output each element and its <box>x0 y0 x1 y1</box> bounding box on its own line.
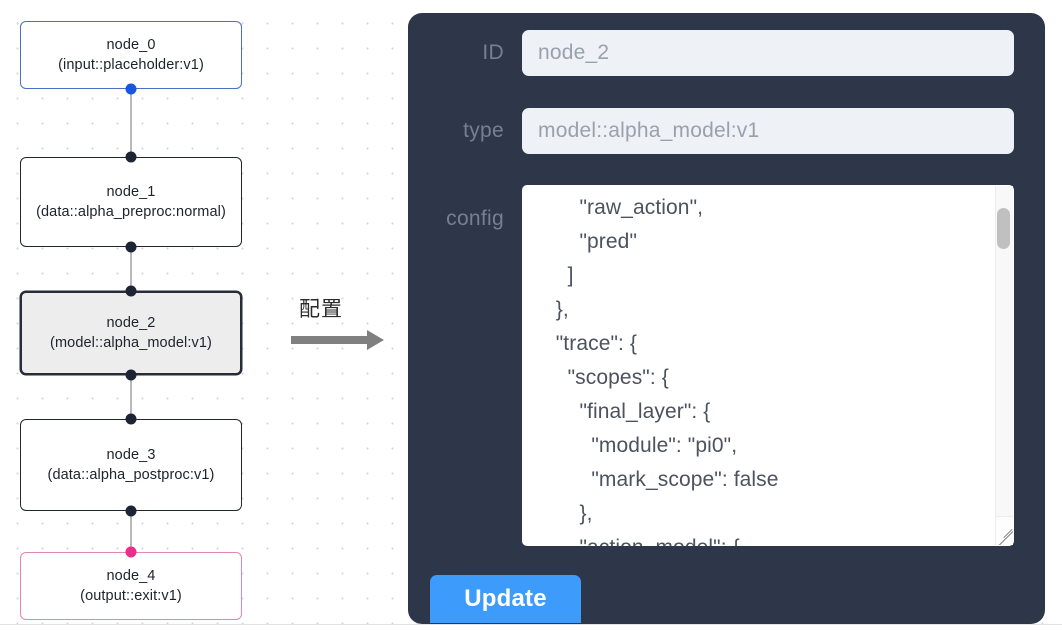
graph-node-label: node_2 (model::alpha_model:v1) <box>50 315 212 351</box>
config-textarea-wrapper: "raw_action", "pred" ] }, "trace": { "sc… <box>522 185 1014 546</box>
field-row-type: type <box>422 108 1032 154</box>
graph-node-label: node_3 (data::alpha_postproc:v1) <box>47 447 215 483</box>
id-input[interactable] <box>522 30 1014 76</box>
field-row-id: ID <box>422 30 1032 76</box>
right-arrow-head-icon <box>367 330 384 350</box>
node_1-target-handle[interactable] <box>125 151 137 163</box>
annotation-label: 配置 <box>299 297 343 321</box>
graph-node-node_1[interactable]: node_1 (data::alpha_preproc:normal) <box>20 157 242 247</box>
edge-node3-node4 <box>130 511 132 552</box>
right-arrow-icon <box>291 336 369 344</box>
type-field-label: type <box>463 119 504 142</box>
graph-node-node_4[interactable]: node_4 (output::exit:v1) <box>20 552 242 620</box>
resize-handle-icon[interactable] <box>995 516 1013 545</box>
page-footer <box>0 624 1062 644</box>
config-textarea[interactable]: "raw_action", "pred" ] }, "trace": { "sc… <box>522 185 1014 546</box>
config-field-label: config <box>446 207 504 230</box>
edge-node2-node3 <box>130 375 132 419</box>
config-scrollbar-thumb[interactable] <box>997 208 1010 249</box>
node_1-source-handle[interactable] <box>125 241 137 253</box>
graph-node-node_3[interactable]: node_3 (data::alpha_postproc:v1) <box>20 419 242 511</box>
node_3-source-handle[interactable] <box>125 505 137 517</box>
edge-node1-node2 <box>130 247 132 291</box>
edge-node0-node1 <box>130 89 132 157</box>
graph-node-label: node_1 (data::alpha_preproc:normal) <box>36 184 226 220</box>
node_2-target-handle[interactable] <box>125 285 137 297</box>
field-row-config: config "raw_action", "pred" ] }, "trace"… <box>422 185 1032 546</box>
node_3-target-handle[interactable] <box>125 413 137 425</box>
graph-node-node_2[interactable]: node_2 (model::alpha_model:v1) <box>20 291 242 375</box>
id-field-label: ID <box>482 41 504 64</box>
update-button[interactable]: Update <box>430 575 581 623</box>
type-input[interactable] <box>522 108 1014 154</box>
config-scrollbar-track[interactable] <box>995 186 1013 517</box>
flow-annotation: 配置 <box>291 296 401 362</box>
node_0-source-handle[interactable] <box>125 83 137 95</box>
node-inspector-panel: ID type config "raw_action", "pred" ] },… <box>408 13 1045 624</box>
node_4-target-handle[interactable] <box>125 546 137 558</box>
graph-node-label: node_0 (input::placeholder:v1) <box>58 37 204 73</box>
graph-node-label: node_4 (output::exit:v1) <box>80 568 182 604</box>
node_2-source-handle[interactable] <box>125 369 137 381</box>
graph-node-node_0[interactable]: node_0 (input::placeholder:v1) <box>20 21 242 89</box>
